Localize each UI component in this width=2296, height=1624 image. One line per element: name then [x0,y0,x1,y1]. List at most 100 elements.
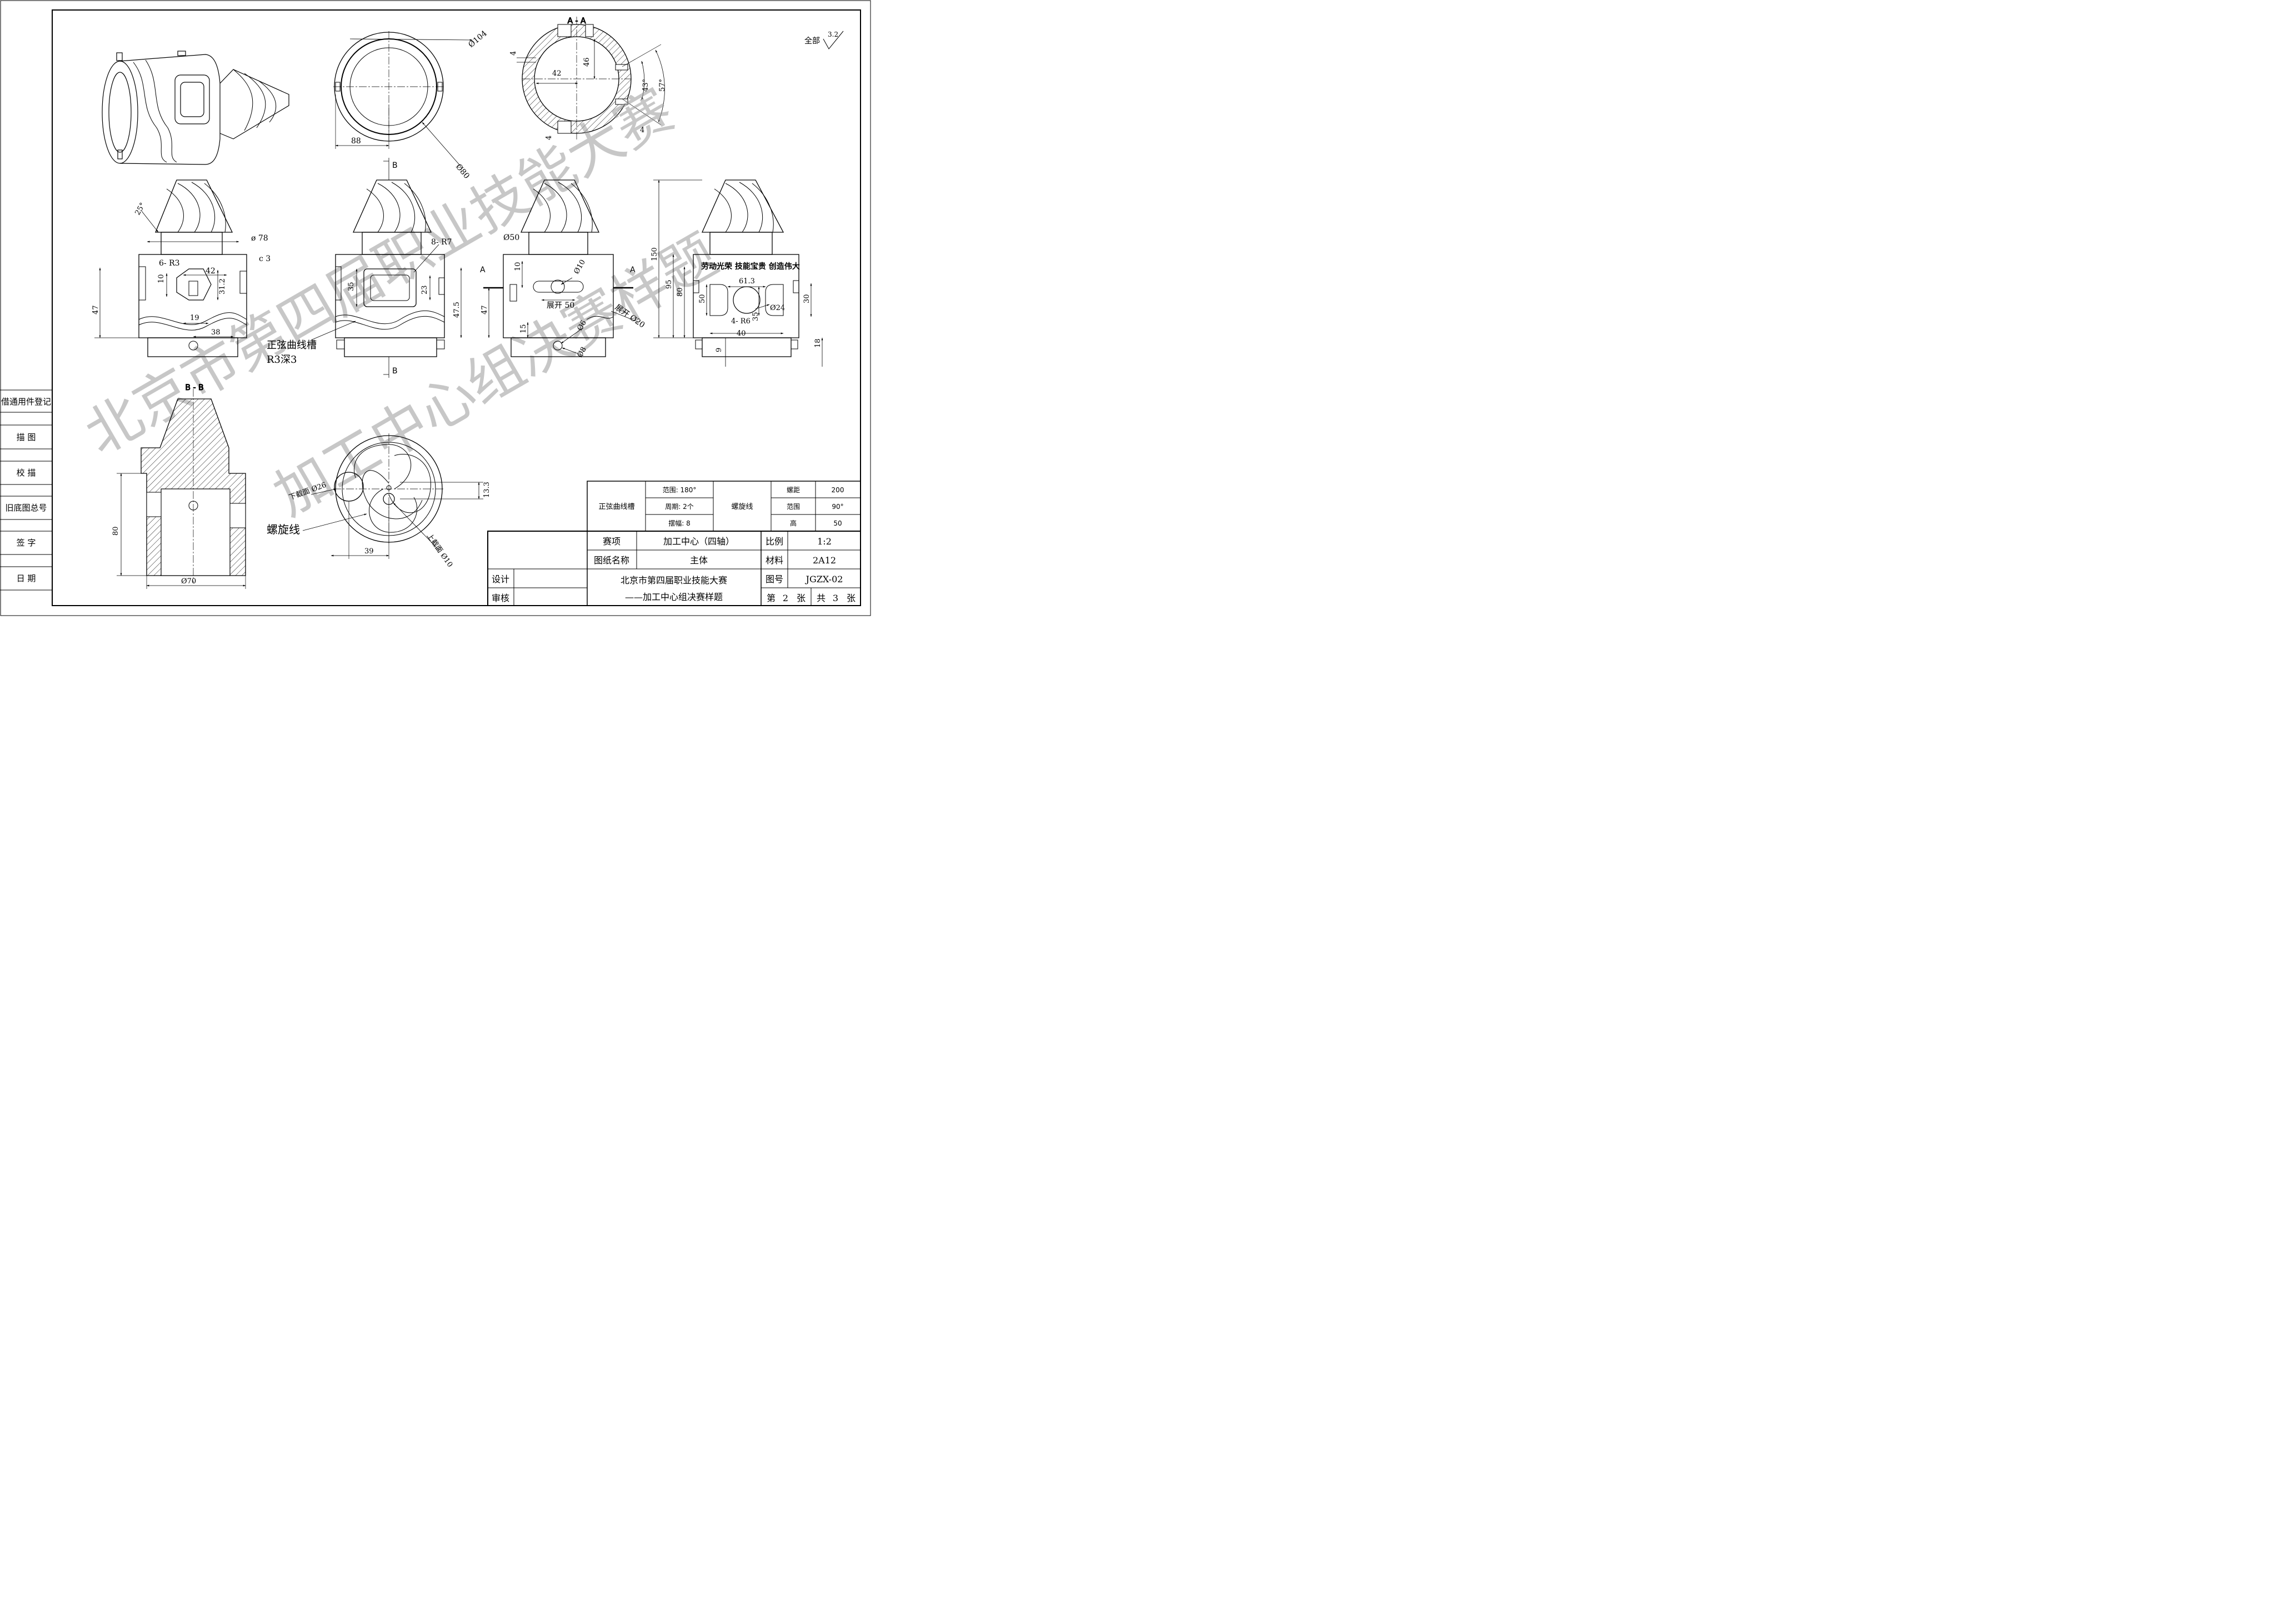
title-event-value: 加工中心（四轴） [663,536,734,547]
section-aa: A - A [517,17,665,141]
dim-bb-80: 80 [112,526,120,536]
dim-v4-50: 50 [698,294,707,303]
title-total-prefix: 共 [817,593,826,603]
dim-v4-95: 95 [665,279,673,289]
dim-bb-d70: Ø70 [181,577,196,586]
bottom-view [311,433,483,559]
dim-v3-10: 10 [514,262,522,271]
note-spiral: 螺旋线 [267,523,300,536]
dim-v2-47-5: 47.5 [453,302,461,318]
dim-v1-19: 19 [190,314,199,322]
dim-v3-47: 47 [481,305,489,314]
section-a-left: A [480,266,486,274]
dim-v3-unfold50: 展开 50 [547,301,574,310]
dim-v3-15: 15 [519,324,528,333]
dim-aa-43deg: 43° [642,79,650,92]
title-sheet-prefix: 第 [767,593,776,603]
dim-bot-d10: 上截面 Ø10 [425,532,454,569]
note-sine-groove-1: 正弦曲线槽 [267,339,317,351]
dim-v1-42: 42 [206,267,216,276]
dim-aa-4a: 4 [509,51,518,56]
dim-v2-35: 35 [347,282,356,291]
dim-v1-38: 38 [211,328,221,337]
title-org-line2: ——加工中心组决赛样题 [625,592,723,602]
dim-v4-80: 80 [676,287,684,297]
title-name-value: 主体 [690,555,708,566]
dim-v4-9: 9 [715,348,723,352]
title-event-label: 赛项 [603,536,621,547]
roughness-label: 全部 [804,36,820,46]
inner-border [52,9,861,606]
sidebar-item-sign: 签 字 [17,538,36,548]
front-view-1-dims [94,211,239,338]
section-bb-label: B - B [185,383,203,392]
sidebar-item-archive-no: 旧底图总号 [5,503,47,513]
dim-v4-61-3: 61.3 [739,277,755,286]
dim-v1-6r3: 6- R3 [159,259,180,268]
dim-v1-31-2: 31.2 [218,278,227,294]
spec-spiral-height-label: 高 [790,519,797,527]
section-b-top: B [392,161,398,170]
dim-v2-23: 23 [421,285,429,294]
dim-v4-d24: Ø24 [770,304,785,312]
outer-border [0,0,871,616]
title-sheet-no: 2 [783,593,788,603]
front-view-4 [693,179,799,357]
isometric-view [102,51,289,165]
front-view-1 [138,179,247,357]
title-sheet-unit: 张 [797,593,806,603]
dim-v2-8r7: 8- R7 [431,238,452,247]
dim-v3-d10: Ø10 [572,258,587,276]
sidebar: 借通用件登记 描 图 校 描 旧底图总号 签 字 日 期 [0,389,52,591]
spec-spiral-pitch-label: 螺距 [787,486,800,494]
front-view-2-dims [356,158,462,378]
technical-drawing-sheet: 借通用件登记 描 图 校 描 旧底图总号 签 字 日 期 全部 3.2 [0,0,871,616]
front-view-4-dims [653,179,823,367]
spec-spiral-range-label: 范围 [787,503,800,511]
title-name-label: 图纸名称 [594,555,629,566]
title-org-line1: 北京市第四届职业技能大赛 [621,575,727,586]
title-drawing-no-value: JGZX-02 [805,574,843,584]
dim-aa-57deg: 57° [658,79,667,92]
section-bb: B - B [117,383,246,589]
dim-v1-c3: c 3 [259,254,271,263]
title-drawing-no-label: 图号 [766,574,783,584]
sidebar-item-trace: 描 图 [17,432,36,442]
front-view-3-dims [483,261,639,356]
dim-v4-150: 150 [651,247,659,261]
spec-sine-amplitude: 摆幅: 8 [668,519,691,527]
spec-spiral-range-value: 90° [832,503,843,511]
dim-v1-25deg: 25° [133,202,147,217]
spec-sine-label: 正弦曲线槽 [598,502,634,511]
dim-88: 88 [351,137,361,146]
spec-sine-range: 范围: 180° [663,486,697,494]
dim-bot-13-3: 13.3 [483,482,491,498]
dim-v4-35: 35 [752,312,760,321]
title-review-label: 审核 [492,593,509,603]
title-material-value: 2A12 [813,555,836,566]
note-sine-groove-2: R3深3 [267,354,297,366]
dim-d80: Ø80 [454,162,471,181]
dim-aa-42: 42 [552,69,562,78]
sidebar-item-register: 借通用件登记 [1,397,51,407]
title-design-label: 设计 [492,574,509,584]
dim-d104: Ø104 [467,29,489,49]
title-total-no: 3 [833,593,838,603]
title-total-unit: 张 [847,593,856,603]
sidebar-item-check: 校 描 [17,468,36,478]
front-view-3 [503,179,614,357]
dim-v4-40: 40 [737,329,746,338]
dim-v3-d50: Ø50 [503,233,519,242]
dim-aa-4b: 4 [640,126,644,134]
title-scale-value: 1:2 [817,536,832,547]
roughness-value: 3.2 [828,31,838,38]
title-block [487,531,861,606]
dim-v1-d78: ø 78 [251,234,268,243]
top-view [333,31,473,167]
dim-aa-4c: 4 [545,136,553,140]
section-b-bottom: B [392,367,398,376]
dim-v1-47: 47 [92,305,100,314]
spec-sine-period: 周期: 2个 [665,503,694,511]
dim-v4-18: 18 [814,338,822,348]
spec-spiral-label: 螺旋线 [731,503,753,511]
